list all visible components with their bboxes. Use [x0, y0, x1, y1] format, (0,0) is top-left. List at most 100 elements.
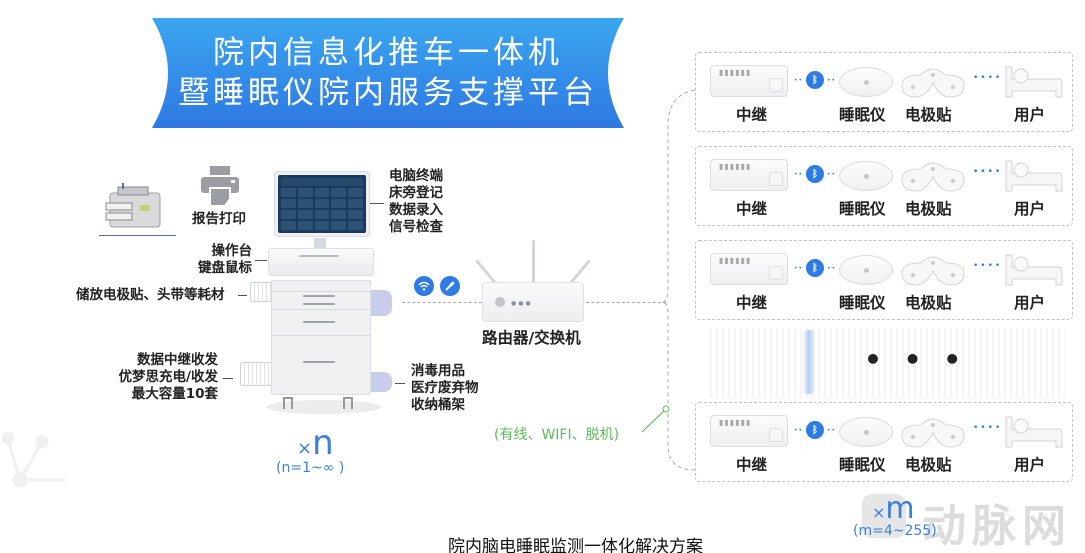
electrode-patch-icon	[901, 68, 965, 98]
electrode-patch-icon	[901, 418, 965, 448]
wifi-icon	[414, 276, 434, 296]
lower-side-hook	[370, 372, 392, 392]
connection-types-label: (有线、WIFI、脱机)	[494, 427, 620, 443]
blurred-rows-placeholder	[710, 328, 1065, 398]
router-antenna-center	[532, 240, 535, 284]
monitor-stand	[314, 238, 326, 250]
terminal-leader-line	[370, 203, 384, 204]
sleep-device-icon	[839, 67, 893, 97]
terminal-label-4: 信号检查	[389, 219, 443, 235]
electrode-caption: 电极贴	[905, 200, 952, 218]
figure-caption: 院内脑电睡眠监测一体化解决方案	[448, 537, 703, 553]
waste-label-1: 消毒用品	[411, 363, 465, 379]
user-caption: 用户	[1014, 200, 1046, 218]
sleep-device-caption: 睡眠仪	[839, 106, 886, 124]
desk-leader-line	[255, 260, 267, 261]
printer-icon	[201, 166, 239, 206]
desk-label-2: 键盘鼠标	[198, 260, 252, 276]
sleep-device-icon	[839, 255, 893, 285]
electrode-caption: 电极贴	[905, 294, 952, 312]
cart-router-connector	[402, 302, 482, 303]
storage-label: 储放电极贴、头带等耗材	[76, 287, 225, 303]
bluetooth-icon: ᛒ	[806, 165, 824, 183]
relay-caption: 中继	[736, 456, 768, 474]
bracket-connector	[661, 89, 696, 471]
sleep-device-caption: 睡眠仪	[839, 200, 886, 218]
sleep-device-icon	[839, 417, 893, 447]
network-decoration-icon	[1, 431, 66, 488]
terminal-labels: 电脑终端 床旁登记 数据录入 信号检查	[389, 168, 443, 236]
waste-labels: 消毒用品 医疗废弃物 收纳桶架	[411, 363, 479, 414]
upper-side-hook	[370, 290, 392, 316]
desk-labels: 操作台 键盘鼠标	[190, 243, 252, 277]
operation-desk	[268, 248, 374, 276]
banner-shape	[152, 18, 624, 128]
sleep-device-icon	[839, 161, 893, 191]
relay-leader-line	[223, 378, 233, 379]
sleep-device-caption: 睡眠仪	[839, 456, 886, 474]
user-bed-icon	[1005, 254, 1063, 286]
row-multiplier-range: (m=4~255)	[853, 523, 937, 539]
terminal-label-1: 电脑终端	[389, 168, 443, 184]
relay-labels: 数据中继收发 优梦思充电/收发 最大容量10套	[100, 352, 218, 403]
printer-label: 报告打印	[192, 211, 246, 227]
user-caption: 用户	[1014, 456, 1046, 474]
device-row-2: ▮▮▮▮▮▮ ••ᛒ•• •••• •••• 中继 睡眠仪 电极贴 用户	[695, 146, 1073, 226]
waste-leader-line	[395, 383, 405, 384]
lower-basket	[240, 362, 272, 386]
cart-multiplier: ×n	[297, 426, 334, 466]
blurred-bluetooth	[802, 330, 816, 394]
computer-terminal-screen	[274, 171, 370, 237]
storage-leader-line	[238, 295, 247, 296]
watermark-text: 动脉网	[922, 501, 1072, 552]
watermark-logo-icon	[862, 494, 906, 538]
relay-label-2: 优梦思充电/收发	[118, 369, 218, 385]
router-switch: ●●●	[482, 282, 584, 322]
relay-caption: 中继	[736, 294, 768, 312]
terminal-label-3: 数据录入	[389, 202, 443, 218]
user-bed-icon	[1005, 416, 1063, 448]
user-caption: 用户	[1014, 294, 1046, 312]
device-row-3: ▮▮▮▮▮▮ ••ᛒ•• •••• 中继 睡眠仪 电极贴 用户	[695, 240, 1073, 320]
relay-device-icon: ▮▮▮▮▮▮	[710, 253, 788, 285]
user-bed-icon	[1005, 160, 1063, 192]
device-row-4: ▮▮▮▮▮▮ ••ᛒ•• •••• 中继 睡眠仪 电极贴 用户	[695, 402, 1073, 482]
relay-device-icon: ▮▮▮▮▮▮	[710, 159, 788, 191]
upper-basket	[250, 282, 272, 302]
title-banner: 院内信息化推车一体机 暨睡眠仪院内服务支撑平台	[152, 18, 624, 128]
router-label: 路由器/交换机	[482, 329, 581, 347]
plug-icon	[440, 276, 460, 296]
multiply-sign: ×	[872, 503, 886, 522]
desk-label-1: 操作台	[211, 243, 253, 259]
bluetooth-icon: ᛒ	[806, 259, 824, 277]
device-row-1: ▮▮▮▮▮▮ ••ᛒ•• •••• 中继 睡眠仪 电极贴 用户	[695, 52, 1073, 132]
cart-multiplier-n: n	[312, 423, 334, 463]
bluetooth-icon: ᛒ	[806, 71, 824, 89]
row-multiplier-m: m	[885, 491, 915, 526]
relay-device-icon: ▮▮▮▮▮▮	[710, 415, 788, 447]
sleep-device-caption: 睡眠仪	[839, 294, 886, 312]
more-rows-ellipsis: • • •	[864, 343, 968, 376]
bluetooth-icon: ᛒ	[806, 421, 824, 439]
terminal-label-2: 床旁登记	[389, 185, 443, 201]
router-rows-connector	[586, 302, 666, 303]
relay-caption: 中继	[736, 106, 768, 124]
waste-label-2: 医疗废弃物	[411, 380, 479, 396]
cart-wheel-left	[283, 397, 293, 409]
relay-label-1: 数据中继收发	[137, 352, 218, 368]
waste-label-3: 收纳桶架	[411, 397, 465, 413]
electrode-patch-icon	[901, 162, 965, 192]
electrode-caption: 电极贴	[905, 106, 952, 124]
cart-multiplier-range: (n=1~∞ )	[276, 460, 345, 476]
user-caption: 用户	[1014, 106, 1046, 124]
connection-pointer	[641, 405, 670, 433]
copier-icon	[105, 183, 161, 228]
row-multiplier: ×m	[872, 494, 915, 528]
electrode-caption: 电极贴	[905, 456, 952, 474]
relay-label-3: 最大容量10套	[131, 386, 218, 402]
user-bed-icon	[1005, 66, 1063, 98]
relay-caption: 中继	[736, 200, 768, 218]
cart-cabinet	[271, 280, 371, 395]
multiply-sign: ×	[297, 438, 313, 459]
cart-wheel-right	[343, 397, 353, 409]
